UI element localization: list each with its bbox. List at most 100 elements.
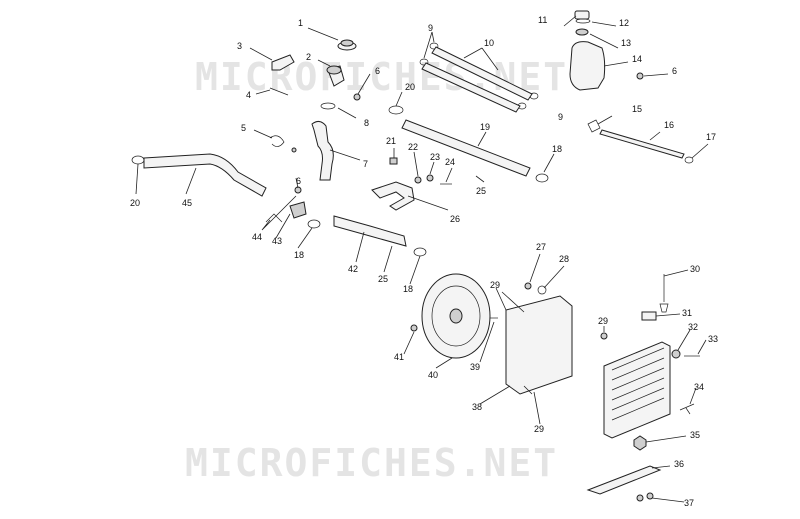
hose-clamp[interactable]: [684, 156, 694, 164]
cooling-fan[interactable]: [421, 273, 491, 359]
callout-7: 7: [363, 159, 368, 169]
hose-clamp[interactable]: [535, 173, 549, 183]
nut[interactable]: [389, 157, 398, 165]
radiator-mount[interactable]: [641, 311, 657, 321]
filler-neck[interactable]: [326, 65, 345, 87]
callout-15: 15: [632, 104, 642, 114]
callout-38: 38: [472, 402, 482, 412]
coolant-tube[interactable]: [421, 62, 521, 113]
overflow-hose[interactable]: [599, 129, 685, 159]
callout-33: 33: [708, 334, 718, 344]
callout-4: 4: [246, 90, 251, 100]
callout-19: 19: [480, 122, 490, 132]
callout-31: 31: [682, 308, 692, 318]
callout-29: 29: [534, 424, 544, 434]
callout-2: 2: [306, 52, 311, 62]
callout-6: 6: [672, 66, 677, 76]
hex-nut[interactable]: [633, 435, 647, 451]
radiator-guard[interactable]: [586, 465, 662, 495]
fastener-kit[interactable]: [679, 403, 695, 415]
callout-18: 18: [403, 284, 413, 294]
hose-clip[interactable]: [587, 119, 601, 133]
elbow-hose[interactable]: [311, 120, 334, 181]
fan-shroud[interactable]: [505, 295, 573, 395]
callout-3: 3: [237, 41, 242, 51]
callout-37: 37: [684, 498, 694, 508]
callout-5: 5: [241, 123, 246, 133]
push-pin[interactable]: [636, 494, 644, 502]
radiator-cap[interactable]: [337, 39, 357, 51]
main-hose[interactable]: [143, 153, 267, 197]
bolt[interactable]: [636, 72, 644, 80]
callout-29: 29: [490, 280, 500, 290]
callout-17: 17: [706, 132, 716, 142]
watermark-bottom: MICROFICHES.NET: [185, 441, 558, 485]
callout-11: 11: [538, 15, 547, 25]
drain-plug[interactable]: [671, 349, 681, 359]
watermark-top: MICROFICHES.NET: [195, 55, 568, 99]
callout-25: 25: [476, 186, 486, 196]
reservoir-seal[interactable]: [575, 28, 589, 36]
callout-6: 6: [296, 176, 301, 186]
callout-14: 14: [632, 54, 642, 64]
hose-clip[interactable]: [269, 135, 285, 147]
callout-6: 6: [375, 66, 380, 76]
radiator[interactable]: [603, 341, 671, 439]
hose-clamp[interactable]: [131, 155, 145, 165]
callout-42: 42: [348, 264, 358, 274]
callout-16: 16: [664, 120, 674, 130]
push-pin[interactable]: [646, 492, 654, 500]
callout-22: 22: [408, 142, 418, 152]
washer[interactable]: [537, 285, 547, 295]
callout-10: 10: [484, 38, 494, 48]
callout-43: 43: [272, 236, 282, 246]
screw[interactable]: [410, 324, 418, 332]
temperature-sensor[interactable]: [659, 274, 669, 313]
callout-8: 8: [364, 118, 369, 128]
callout-45: 45: [182, 198, 192, 208]
callout-21: 21: [386, 136, 396, 146]
callout-25: 25: [378, 274, 388, 284]
hose-clamp[interactable]: [320, 102, 336, 110]
hose-fitting[interactable]: [289, 201, 307, 219]
callout-13: 13: [621, 38, 631, 48]
callout-9: 9: [428, 23, 433, 33]
mounting-bracket[interactable]: [271, 54, 295, 71]
coolant-reservoir[interactable]: [569, 41, 606, 91]
callout-12: 12: [619, 18, 629, 28]
callout-28: 28: [559, 254, 569, 264]
bolt[interactable]: [524, 282, 532, 290]
hose-clip[interactable]: [265, 213, 283, 223]
washer[interactable]: [414, 176, 422, 184]
hose-clamp[interactable]: [307, 219, 321, 229]
washer[interactable]: [426, 174, 434, 182]
callout-9: 9: [558, 112, 563, 122]
callout-18: 18: [294, 250, 304, 260]
grommet[interactable]: [600, 332, 608, 340]
reservoir-cap[interactable]: [574, 10, 590, 20]
reservoir-gasket[interactable]: [575, 18, 591, 24]
bolt[interactable]: [353, 93, 361, 101]
callout-36: 36: [674, 459, 684, 469]
hose-clamp[interactable]: [413, 247, 427, 257]
coolant-pipe[interactable]: [401, 119, 531, 177]
callout-34: 34: [694, 382, 704, 392]
callout-44: 44: [252, 232, 262, 242]
support-bracket[interactable]: [371, 181, 415, 211]
callout-24: 24: [445, 157, 455, 167]
hose-clamp[interactable]: [429, 42, 439, 50]
bolt[interactable]: [291, 147, 297, 153]
hose-clamp[interactable]: [388, 105, 404, 115]
callout-20: 20: [405, 82, 415, 92]
callout-30: 30: [690, 264, 700, 274]
callout-32: 32: [688, 322, 698, 332]
callout-29: 29: [598, 316, 608, 326]
callout-40: 40: [428, 370, 438, 380]
screw[interactable]: [269, 87, 289, 96]
coolant-tube[interactable]: [431, 46, 533, 101]
leader-lines: [135, 15, 709, 503]
hose-clamp[interactable]: [419, 58, 429, 66]
callout-27: 27: [536, 242, 546, 252]
lower-hose[interactable]: [333, 215, 407, 247]
